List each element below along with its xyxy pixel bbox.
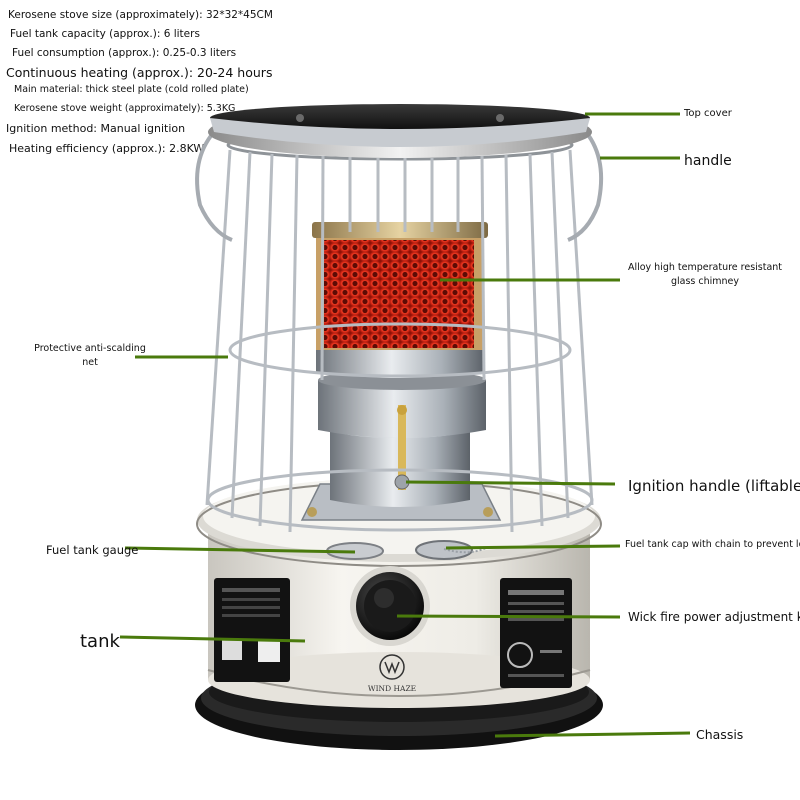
spec-ignition-method: Ignition method: Manual ignition — [6, 122, 186, 135]
label-fuel-gauge: Fuel tank gauge — [46, 543, 139, 557]
label-tank: tank — [80, 631, 120, 652]
spec-fuel-consumption: Fuel consumption (approx.): 0.25-0.3 lit… — [12, 47, 237, 59]
wick-adjustment-knob — [350, 566, 430, 646]
top-cover — [208, 104, 592, 158]
label-protective-net: Protective anti-scalding net — [34, 343, 146, 368]
label-top-cover: Top cover — [684, 108, 732, 119]
spec-continuous-heating: Continuous heating (approx.): 20-24 hour… — [6, 65, 273, 80]
glass-chimney — [312, 222, 488, 378]
spec-main-material: Main material: thick steel plate (cold r… — [14, 84, 249, 95]
label-ignition-handle: Ignition handle (liftable) — [628, 477, 800, 495]
spec-tank-capacity: Fuel tank capacity (approx.): 6 liters — [10, 28, 200, 40]
label-chassis: Chassis — [696, 727, 744, 742]
right-decal — [500, 578, 572, 688]
label-knob: Wick fire power adjustment knob — [628, 610, 800, 624]
spec-heating-efficiency: Heating efficiency (approx.): 2.8KW — [9, 142, 205, 155]
spec-size: Kerosene stove size (approximately): 32*… — [8, 9, 273, 21]
handle-right — [567, 130, 604, 242]
label-chimney: Alloy high temperature resistant glass c… — [627, 262, 783, 287]
leader-lines — [119, 112, 691, 738]
handle — [195, 130, 233, 242]
spec-weight: Kerosene stove weight (approximately): 5… — [14, 103, 236, 114]
left-decal — [214, 578, 290, 682]
brand-logo: WIND HAZE — [368, 654, 416, 693]
label-handle: handle — [684, 153, 732, 169]
burner-column — [318, 370, 486, 507]
brand-text: WIND HAZE — [368, 684, 416, 693]
label-tank-cap: Fuel tank cap with chain to prevent loss — [625, 539, 800, 550]
protective-net — [205, 129, 594, 533]
